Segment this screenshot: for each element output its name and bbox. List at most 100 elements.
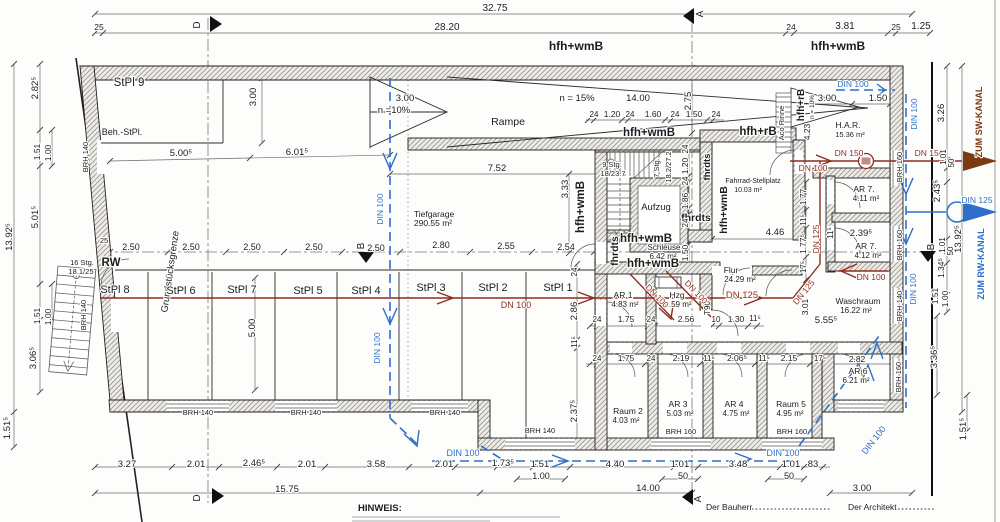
dim-label: 2.86: [569, 302, 580, 321]
pipe-label: DIN 100: [860, 424, 888, 456]
dim-label: 11⁵: [749, 314, 761, 323]
room-area-label: 4.03 m²: [612, 416, 639, 425]
rainwater-pipes: [382, 78, 997, 468]
window-sill-label: BRH 140: [895, 291, 904, 321]
section-marker-label: A: [693, 495, 704, 502]
dim-label: 2.15: [781, 353, 798, 363]
dim-label: 1.50: [680, 244, 690, 261]
window-sill-label: BRH 140: [79, 300, 88, 330]
dim-label: 3.00: [853, 483, 872, 494]
stair-label: 18/23.7: [600, 169, 625, 178]
room-label: Raum 2: [613, 406, 643, 416]
stair-label: 9 Stg.: [602, 160, 622, 169]
pipe-label: DN 100: [799, 163, 828, 173]
dim-label: 13.92⁵: [953, 225, 964, 253]
parking-spot-label: StPl 2: [478, 282, 507, 294]
dim-label: 11⁵: [826, 227, 835, 239]
section-marker-label: D: [192, 494, 203, 501]
dim-label: 2.37⁵: [569, 400, 580, 422]
window-sill-label: BRH 140: [183, 408, 213, 417]
pipe-label: DIN 100: [908, 273, 918, 304]
room-label: AR 3: [669, 399, 688, 409]
section-marker-label: B: [926, 243, 937, 250]
dim-label: 1.75: [618, 314, 635, 324]
room-label: AR 7.: [855, 241, 876, 251]
window-sill-label: BRH 160: [777, 427, 807, 436]
dim-label: T90: [703, 301, 712, 315]
room-area-label: 10.03 m²: [734, 187, 762, 194]
dim-label: 2.01: [298, 459, 317, 470]
dim-label: 2.01: [435, 459, 454, 470]
hzg-boiler: [654, 276, 682, 289]
room-label: Aufzug: [641, 202, 671, 213]
dim-label: 14.00: [626, 93, 650, 104]
dim-label: 24: [712, 110, 721, 119]
section-marker-label: B: [356, 242, 367, 249]
dim-label: 2.50: [182, 242, 200, 252]
wall-spec-label: hfh+wmB: [623, 127, 675, 139]
dim-label: 24: [626, 110, 635, 119]
wall-spec-label: hfh+rB: [796, 89, 807, 122]
dim-label: 4.46: [766, 227, 785, 238]
dim-label: 3.48: [729, 459, 748, 470]
dim-label: 83: [808, 459, 819, 470]
dim-label: 25: [891, 22, 901, 32]
window-sill-label: BRH 140: [291, 408, 321, 417]
window-sill-label: BRH 140: [81, 142, 90, 172]
parking-spot-label: Beh.-StPl.: [102, 127, 143, 137]
dim-label: 3.00: [248, 88, 259, 107]
room-label: AR 7.: [853, 184, 874, 194]
dim-label: 3.06⁵: [28, 347, 39, 369]
wall-openings: [97, 140, 902, 449]
dim-label: 11⁵: [799, 214, 808, 226]
dim-label: 25: [94, 22, 104, 32]
window-sill-label: BRH 160: [895, 152, 904, 182]
sw-kanal-arrow: [963, 151, 997, 171]
room-area-label: 6.59 m²: [664, 300, 691, 309]
dim-label: 24: [593, 354, 602, 363]
dim-label: 24: [681, 176, 690, 185]
dim-label: 2.82: [849, 354, 866, 364]
wall-spec-label: hfh+wmB: [575, 181, 587, 233]
dim-label: 1.75: [618, 353, 635, 363]
room-label: Rampe: [491, 116, 525, 128]
parking-spot-label: StPl 8: [100, 284, 129, 296]
dim-label: 3.01: [800, 298, 810, 315]
room-label: Hzg: [669, 290, 684, 300]
room-area-label: 16.22 m²: [840, 306, 872, 315]
dim-label: 50: [947, 158, 956, 167]
dim-label: 24: [681, 218, 690, 227]
parking-spot-label: StPl 3: [416, 282, 445, 294]
dim-label: 50: [678, 471, 688, 481]
dim-label: 2.43⁵: [932, 180, 943, 202]
dim-label: 5.01⁵: [30, 206, 41, 228]
dim-label: 2.80: [432, 240, 450, 250]
window-sill-label: BRH 160: [895, 230, 904, 260]
dim-label: 11⁵: [570, 336, 579, 348]
dim-label: 2.54: [557, 242, 575, 252]
dim-label: 17⁵: [799, 261, 808, 273]
dim-label: 1.51: [32, 307, 42, 324]
dim-label: 1.01: [782, 459, 801, 470]
room-area-label: 6.21 m²: [842, 376, 869, 385]
rw-kanal-arrow: [963, 202, 997, 222]
wall-spec-label: hfh+wmB: [811, 39, 866, 53]
dim-label: 1.77: [798, 188, 808, 205]
dim-label: 3.81: [835, 21, 855, 32]
dim-label: 2.50: [367, 243, 385, 253]
parking-spot-label: StPl 5: [293, 285, 322, 297]
dim-label: 1.34⁵: [936, 258, 946, 278]
room-label: Schleuse: [648, 243, 681, 252]
dim-label: 5.00: [247, 319, 258, 338]
dim-label: 7.52: [488, 163, 507, 174]
stair-main: [607, 151, 663, 242]
room-area-label: 6.42 m²: [649, 252, 676, 261]
dim-label: 2.50: [243, 242, 261, 252]
dim-label: 1.73⁵: [492, 458, 514, 469]
wall-spec-label: fhrdts: [702, 154, 713, 181]
room-area-label: 24.29 m²: [724, 275, 756, 284]
dim-label: 1.01: [671, 459, 690, 470]
